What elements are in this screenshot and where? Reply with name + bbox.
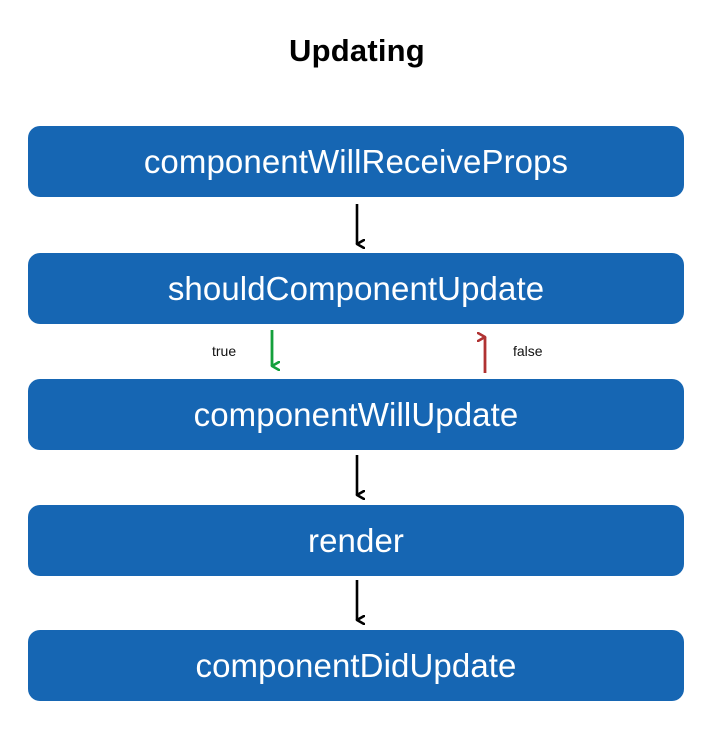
node-component-will-update[interactable]: componentWillUpdate — [28, 379, 684, 450]
node-label: shouldComponentUpdate — [167, 269, 545, 307]
node-label: componentDidUpdate — [195, 646, 517, 684]
edge-label-false: false — [513, 343, 543, 359]
node-component-will-receive-props[interactable]: componentWillReceiveProps — [28, 126, 684, 197]
node-label: render — [308, 521, 404, 559]
node-label: componentWillUpdate — [193, 395, 519, 433]
page-title: Updating — [289, 33, 425, 68]
node-component-did-update[interactable]: componentDidUpdate — [28, 630, 684, 701]
edge-label-true: true — [212, 343, 237, 359]
node-label: componentWillReceiveProps — [143, 142, 569, 180]
node-render[interactable]: render — [28, 505, 684, 576]
node-should-component-update[interactable]: shouldComponentUpdate — [28, 253, 684, 324]
